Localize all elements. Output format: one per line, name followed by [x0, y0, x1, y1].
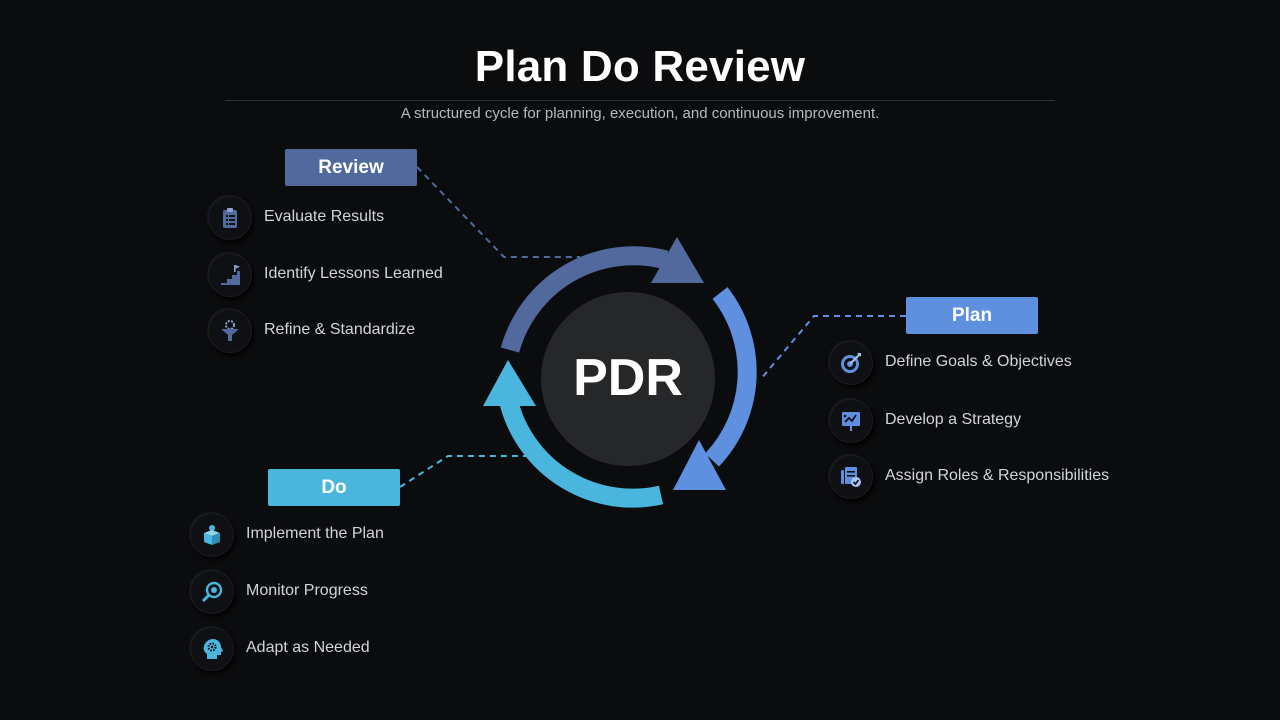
clipboard-checklist-icon: [208, 196, 252, 240]
review-tag: Review: [285, 149, 417, 186]
review-item-label: Refine & Standardize: [264, 321, 416, 338]
review-item-label: Evaluate Results: [264, 208, 385, 225]
page-subtitle: A structured cycle for planning, executi…: [400, 105, 880, 122]
gear-funnel-icon: [208, 309, 252, 353]
stairs-flag-icon: [208, 253, 252, 297]
plan-item-label: Define Goals & Objectives: [885, 353, 1072, 370]
do-arc: [499, 400, 664, 508]
review-item-label: Identify Lessons Learned: [264, 265, 443, 282]
plan-item-label: Develop a Strategy: [885, 411, 1022, 428]
do-connector: [399, 455, 528, 488]
plan-connector: [759, 315, 906, 381]
document-check-icon: [829, 455, 873, 499]
center-label: PDR: [573, 349, 683, 407]
do-arrowhead: [483, 360, 536, 406]
do-tag: Do: [268, 469, 400, 506]
do-item-label: Monitor Progress: [246, 582, 368, 599]
center-disc: [541, 292, 715, 466]
page-title: Plan Do Review: [474, 42, 806, 91]
do-item-label: Adapt as Needed: [246, 639, 370, 656]
title-divider: [225, 100, 1055, 101]
do-item-label: Implement the Plan: [246, 525, 384, 542]
plan-item-label: Assign Roles & Responsibilities: [885, 467, 1110, 484]
review-connector: [416, 166, 580, 258]
strategy-board-icon: [829, 399, 873, 443]
person-box-icon: [190, 513, 234, 557]
review-arc: [500, 246, 669, 353]
target-arrow-icon: [829, 341, 873, 385]
plan-arrowhead: [673, 440, 726, 490]
review-arrowhead: [651, 237, 704, 283]
magnifier-target-icon: [190, 570, 234, 614]
plan-tag: Plan: [906, 297, 1038, 334]
head-gear-icon: [190, 627, 234, 671]
plan-arc: [705, 287, 757, 467]
